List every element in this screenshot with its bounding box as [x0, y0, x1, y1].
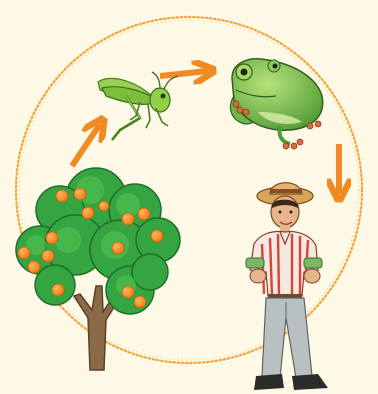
food-chain-diagram: [0, 0, 378, 394]
food-chain-canvas: [0, 0, 378, 394]
